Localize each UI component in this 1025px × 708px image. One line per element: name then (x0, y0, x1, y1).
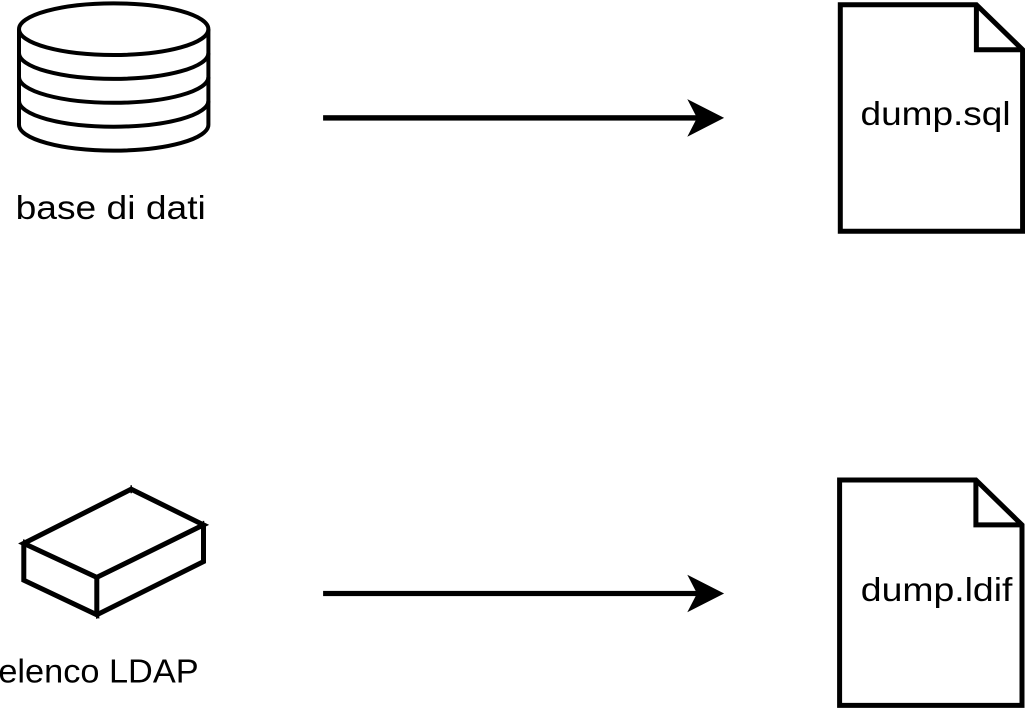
svg-text:dump.sql: dump.sql (861, 95, 1011, 132)
svg-text:dump.ldif: dump.ldif (861, 571, 1014, 608)
svg-text:base di dati: base di dati (16, 189, 206, 226)
svg-text:elenco LDAP: elenco LDAP (0, 652, 199, 689)
